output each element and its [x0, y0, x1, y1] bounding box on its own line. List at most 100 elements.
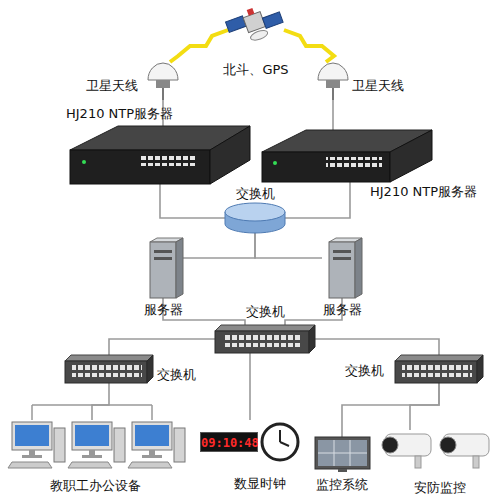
antenna-node: 卫星天线: [318, 62, 348, 100]
device-label: 服务器: [323, 302, 362, 317]
desktop-pc-icon: [68, 422, 125, 468]
device-label: 交换机: [345, 363, 384, 378]
rack-side: [390, 130, 432, 182]
branch-wire: [32, 405, 152, 420]
camera-node: 安防监控: [382, 430, 497, 470]
switch-front: [215, 331, 309, 353]
antenna-dome: [318, 63, 348, 80]
clock-node: 09:10:48数显时钟: [200, 420, 300, 470]
tower-bay: [333, 250, 351, 253]
bullet-camera-icon: [440, 434, 489, 468]
camera-mount: [473, 456, 479, 468]
network-cable: [183, 233, 255, 258]
rack-server-icon: [262, 130, 432, 182]
pc-stand: [149, 450, 155, 455]
rack-ports: [326, 157, 382, 167]
tower-bay: [154, 257, 172, 260]
screen-panel: [318, 440, 367, 466]
device-label: HJ210 NTP服务器: [370, 184, 477, 199]
device-label: 数显时钟: [234, 476, 286, 491]
core-switch-node: 交换机: [225, 203, 285, 233]
tower-bay: [154, 250, 172, 253]
device-label: 北斗、GPS: [223, 62, 288, 77]
switch-ports: [72, 365, 142, 377]
branch-wire: [151, 405, 153, 420]
antenna-base: [326, 80, 340, 88]
device-label: 卫星天线: [86, 78, 138, 93]
antenna-stem: [332, 88, 334, 100]
device-label: 交换机: [157, 367, 196, 382]
pc-tower: [174, 428, 185, 462]
pc-keyboard: [8, 462, 52, 468]
bullet-camera-icon: [382, 434, 431, 468]
network-cable: [255, 233, 322, 258]
clock-hand: [279, 430, 281, 442]
satellite-body: [243, 12, 265, 33]
tower-server-icon: [329, 238, 362, 298]
satellite-dish: [249, 28, 269, 42]
ntp-server-node: HJ210 NTP服务器: [262, 130, 432, 182]
switch-node: 交换机: [395, 355, 483, 383]
rack-ports: [140, 156, 196, 166]
device-label: 服务器: [144, 302, 183, 317]
pc-keyboard: [128, 462, 172, 468]
branch-wire: [32, 404, 152, 406]
antenna-icon: [148, 63, 178, 100]
rack-side: [210, 126, 250, 184]
network-cable: [249, 353, 251, 420]
device-label: 监控系统: [316, 477, 368, 492]
clock-display: 09:10:48: [200, 432, 258, 452]
device-label: 卫星天线: [352, 78, 404, 93]
server-node: 服务器: [322, 238, 362, 298]
pc-screen: [75, 425, 109, 446]
tower-front: [150, 242, 176, 298]
network-cable: [160, 184, 225, 218]
network-cable: [109, 339, 215, 355]
camera-mount: [415, 456, 421, 468]
switch-side: [309, 325, 315, 353]
pc-monitor: [132, 422, 172, 450]
hub-top: [225, 203, 285, 221]
rack-server-icon: [70, 126, 250, 184]
screen-stand: [338, 469, 347, 472]
monitor-screen-icon: [315, 437, 370, 472]
tower-front: [329, 242, 355, 298]
network-cable: [315, 339, 439, 355]
satellite-beacon: [247, 8, 255, 16]
pc-stand: [82, 455, 102, 458]
screen-grid: [318, 453, 367, 454]
hub-switch-icon: [225, 203, 285, 233]
status-led: [273, 161, 277, 165]
pc-tower: [54, 428, 65, 462]
device-label: 教职工办公设备: [50, 478, 141, 493]
network-cable: [285, 182, 350, 218]
pc-stand: [89, 450, 95, 455]
antenna-dome: [148, 63, 178, 80]
pc-screen: [135, 425, 169, 446]
pc-stand: [22, 455, 42, 458]
branch-wire: [31, 405, 33, 420]
device-label: 安防监控: [414, 480, 466, 495]
switch-top: [395, 355, 483, 361]
satellite-icon: [224, 0, 286, 48]
rack-front: [70, 150, 210, 184]
illustration-layer: [8, 0, 489, 472]
tower-bay: [333, 257, 351, 260]
network-cable: [410, 383, 439, 430]
monitoring-node: 监控系统: [315, 437, 370, 472]
pc-tower: [114, 428, 125, 462]
antenna-base: [156, 80, 170, 88]
solar-panel: [262, 12, 283, 28]
status-led: [82, 160, 86, 164]
screen-frame: [315, 437, 370, 469]
camera-lens: [382, 437, 398, 453]
satellite-node: 北斗、GPS: [228, 2, 284, 48]
antenna-node: 卫星天线: [148, 62, 178, 100]
signal-bolt: [170, 30, 228, 62]
analog-clock-icon: [262, 424, 298, 460]
rack-switch-icon: [395, 355, 483, 383]
pc-keyboard: [68, 462, 112, 468]
camera-lens: [440, 437, 456, 453]
